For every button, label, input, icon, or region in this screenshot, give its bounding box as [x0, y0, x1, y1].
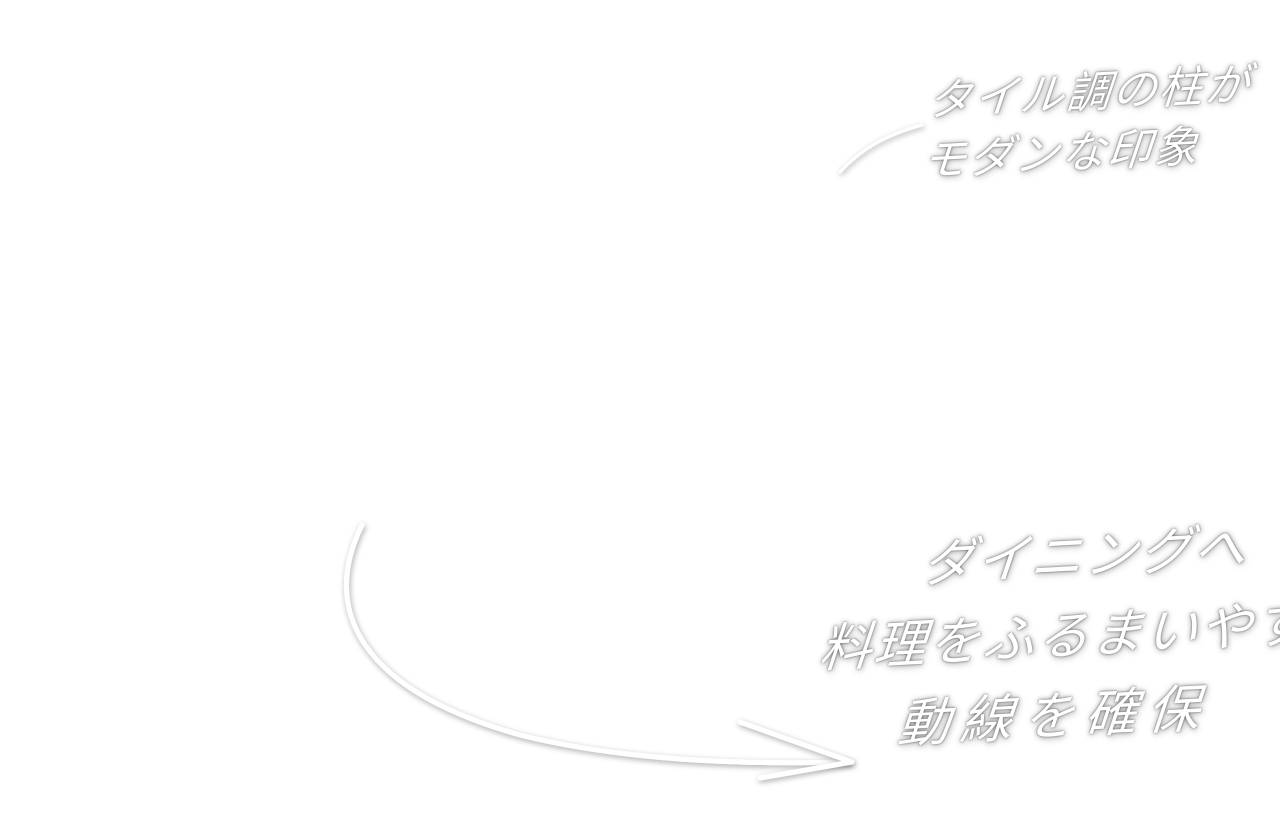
- curved-arrow: [344, 522, 853, 766]
- arrow-head: [737, 719, 855, 781]
- bottom-annotation: ダイニングへ 料理をふるまいやすい 動線を確保: [809, 502, 1280, 770]
- top-annotation: タイル調の柱が モダンな印象: [919, 55, 1254, 192]
- leader-line: [838, 123, 924, 174]
